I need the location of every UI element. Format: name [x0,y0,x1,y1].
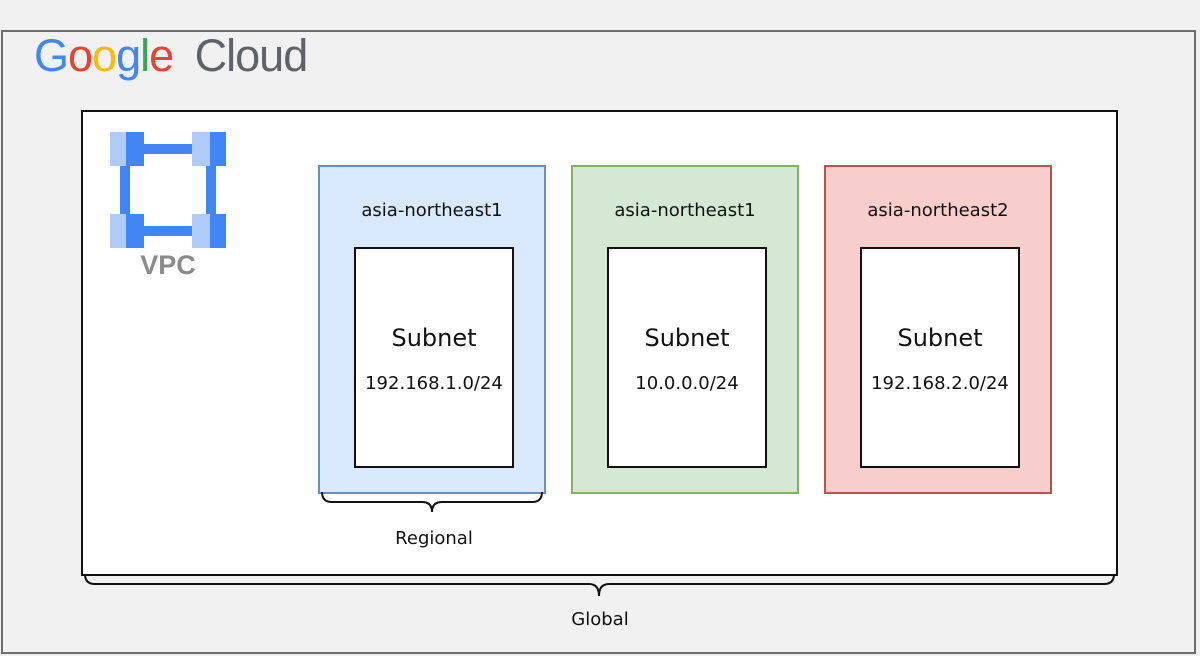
google-letter: G [34,30,69,81]
region-box: asia-northeast1 Subnet 10.0.0.0/24 [571,165,799,494]
regional-brace [321,491,543,513]
region-box: asia-northeast1 Subnet 192.168.1.0/24 [318,165,546,494]
region-box: asia-northeast2 Subnet 192.168.2.0/24 [824,165,1052,494]
google-letter: o [92,30,117,81]
subnet-label: Subnet [644,324,730,352]
subnet-box: Subnet 192.168.1.0/24 [354,247,514,468]
vpc-icon-nodes [110,132,226,248]
region-name: asia-northeast1 [361,200,503,221]
region-name: asia-northeast2 [867,200,1009,221]
google-logo-wordmark: Google [34,30,185,81]
subnet-cidr: 192.168.2.0/24 [871,373,1009,394]
region-name: asia-northeast1 [614,200,756,221]
subnet-label: Subnet [897,324,983,352]
cloud-wordmark: Cloud [194,30,309,81]
subnet-box: Subnet 10.0.0.0/24 [607,247,767,468]
global-brace [84,573,1115,597]
google-letter: l [140,30,150,81]
subnet-cidr: 192.168.1.0/24 [365,373,503,394]
subnet-label: Subnet [391,324,477,352]
google-letter: o [68,30,93,81]
google-letter: e [149,30,174,81]
vpc-network-icon [110,132,226,248]
global-label: Global [571,609,629,630]
regional-label: Regional [395,528,473,549]
google-letter: g [116,30,141,81]
vpc-icon-links [120,144,216,236]
vpc-label: VPC [140,250,196,280]
google-cloud-logo: Google Cloud [34,30,309,82]
subnet-box: Subnet 192.168.2.0/24 [860,247,1020,468]
subnet-cidr: 10.0.0.0/24 [635,373,739,394]
